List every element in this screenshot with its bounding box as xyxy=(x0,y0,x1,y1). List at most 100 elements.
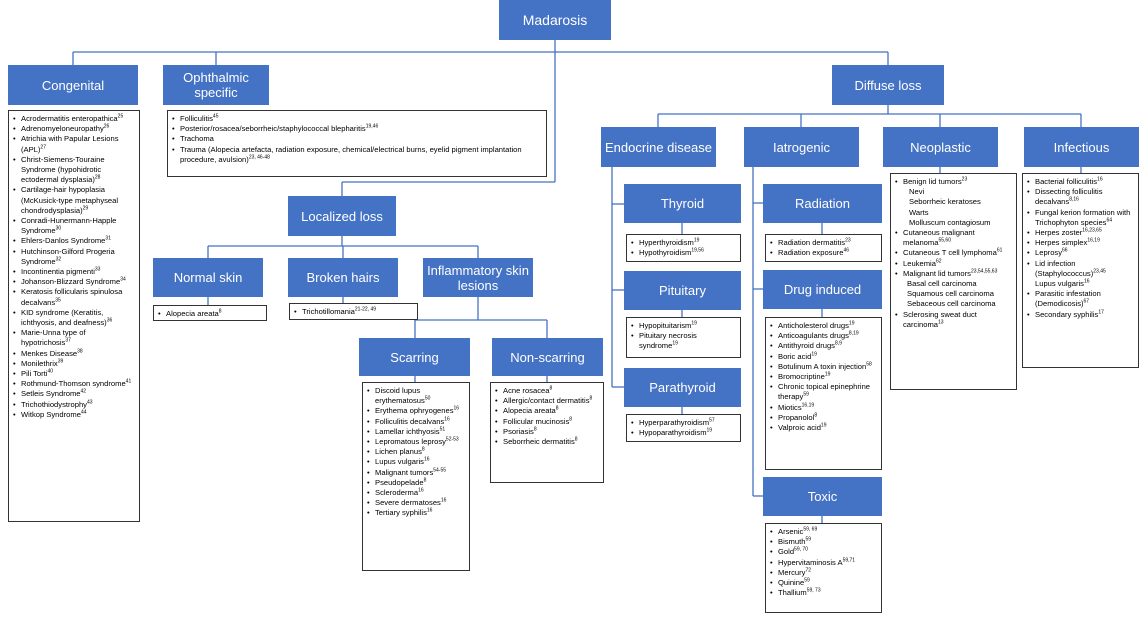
list-item: Pili Torti40 xyxy=(13,369,135,379)
item-text: Sebaceous cell carcinoma xyxy=(907,299,996,309)
reference-number: 27 xyxy=(40,144,46,151)
reference-number: 57 xyxy=(709,417,715,424)
list-item: Cartilage-hair hypoplasia (McKusick-type… xyxy=(13,185,135,216)
item-text: Cartilage-hair hypoplasia (McKusick-type… xyxy=(21,185,119,215)
list-item: Dissecting folliculitis decalvans8,16 xyxy=(1027,187,1134,207)
list-item: Propanolol8 xyxy=(770,413,877,423)
list-item: Ehlers-Danlos Syndrome31 xyxy=(13,236,135,246)
item-text: Radiation dermatitis xyxy=(778,238,846,247)
item-text: Arsenic xyxy=(778,527,804,536)
reference-number: 35 xyxy=(55,297,61,304)
list-item: Trauma (Alopecia artefacta, radiation ex… xyxy=(172,145,542,165)
list-item: Quinine59 xyxy=(770,578,877,588)
item-text: Witkop Syndrome xyxy=(21,409,81,419)
reference-number: 16 xyxy=(453,405,460,412)
item-text: Lichen planus xyxy=(375,447,422,457)
list-item: Psoriasis8 xyxy=(495,427,599,437)
item-text: Lepromatous leprosy xyxy=(375,437,446,447)
reference-number: 19 xyxy=(691,320,697,327)
list-item: Seborrheic keratoses xyxy=(895,197,1012,207)
non-scarring-node: Non-scarring xyxy=(492,338,603,376)
reference-number: 31 xyxy=(105,235,111,242)
list-item: Radiation dermatitis23 xyxy=(770,238,877,248)
reference-number: 34 xyxy=(120,276,126,283)
list-item: Atrichia with Papular Lesions (APL)27 xyxy=(13,134,135,154)
item-text: Psoriasis xyxy=(503,426,534,436)
list-item: Follicular mucinosis8 xyxy=(495,417,599,427)
item-text: Herpes zoster xyxy=(1035,228,1083,238)
item-text: Sclerosing sweat duct carcinoma xyxy=(903,309,977,329)
list-item: Hyperthyroidism19 xyxy=(631,238,736,248)
list-item: Lupus vulgaris16 xyxy=(1027,279,1134,289)
infectious-node: Infectious xyxy=(1024,127,1139,167)
reference-number: 16,19 xyxy=(801,402,815,409)
list-item: Lamellar ichthyosis51 xyxy=(367,427,465,437)
reference-number: 54-55 xyxy=(433,467,447,474)
item-text: Christ-Siemens-Touraine Syndrome (hypohi… xyxy=(21,154,105,185)
reference-number: 16 xyxy=(423,456,430,463)
item-text: Trichothiodystrophy xyxy=(21,399,87,409)
list-item: Incontinentia pigmenti33 xyxy=(13,267,135,277)
list-item: Herpes zoster16,23,65 xyxy=(1027,228,1134,238)
list-item: Setleis Syndrome42 xyxy=(13,389,135,399)
item-text: Radiation exposure xyxy=(778,248,844,258)
list-item: Witkop Syndrome44 xyxy=(13,410,135,420)
list-item: Parasitic infestation (Demodicosis)67 xyxy=(1027,289,1134,309)
list-item: Conradi-Hunermann-Happle Syndrome30 xyxy=(13,216,135,236)
item-text: Pili Torti xyxy=(21,369,48,379)
list-item: Bromocriptine19 xyxy=(770,372,877,382)
scarring-list: Discoid lupus erythematosus50Erythema op… xyxy=(362,382,470,571)
list-item: Sclerosing sweat duct carcinoma13 xyxy=(895,310,1012,330)
reference-number: 55,60 xyxy=(938,237,951,244)
reference-number: 38 xyxy=(77,348,83,355)
item-text: Monilethrix xyxy=(21,358,58,368)
list-item: Fungal kerion formation with Trichophyto… xyxy=(1027,208,1134,228)
list-item: Discoid lupus erythematosus50 xyxy=(367,386,465,406)
list-item: Hyperparathyroidism57 xyxy=(631,418,736,428)
list-item: Trachoma xyxy=(172,134,542,144)
item-text: Gold xyxy=(778,547,795,557)
reference-number: 19 xyxy=(820,422,827,429)
reference-number: 19 xyxy=(706,427,713,434)
item-text: Boric acid xyxy=(778,351,812,361)
list-item: Adrenomyeloneuropathy26 xyxy=(13,124,135,134)
item-text: Hypopituitarism xyxy=(639,321,692,330)
item-text: Keratosis follicularis spinulosa decalva… xyxy=(21,287,123,307)
item-text: Conradi-Hunermann-Happle Syndrome xyxy=(21,216,117,236)
drug-induced-node: Drug induced xyxy=(763,270,882,309)
reference-number: 19 xyxy=(811,351,817,358)
list-item: Antithyroid drugs8,9 xyxy=(770,341,877,351)
item-text: Leukemia xyxy=(903,258,936,268)
reference-number: 66 xyxy=(1062,247,1068,254)
list-item: Cutaneous malignant melanoma55,60 xyxy=(895,228,1012,248)
reference-number: 8 xyxy=(533,426,537,433)
pituitary-node: Pituitary xyxy=(624,271,741,310)
list-item: Hypopituitarism19 xyxy=(631,321,736,331)
list-item: Mercury72 xyxy=(770,568,877,578)
list-item: Valproic acid19 xyxy=(770,423,877,433)
reference-number: 8 xyxy=(423,477,427,484)
item-text: Alopecia areata xyxy=(503,406,556,416)
list-item: Tertiary syphilis16 xyxy=(367,508,465,518)
list-item: Acrodermatitis enteropathica25 xyxy=(13,114,135,124)
thyroid-list: Hyperthyroidism19Hypothyroidism19,56 xyxy=(626,234,741,262)
list-item: Benign lid tumors23 xyxy=(895,177,1012,187)
list-item: Lid infection (Staphylococcus)23,45 xyxy=(1027,259,1134,279)
item-text: Marie-Unna type of hypotrichosis xyxy=(21,328,86,348)
item-text: Lupus vulgaris xyxy=(375,457,424,467)
neoplastic-node: Neoplastic xyxy=(883,127,998,167)
item-text: KID syndrome (Keratitis, ichthyosis, and… xyxy=(21,307,107,328)
item-text: Benign lid tumors xyxy=(903,177,962,186)
list-item: Chronic topical epinephrine therapy59 xyxy=(770,382,877,402)
item-text: Allergic/contact dermatitis xyxy=(503,396,590,406)
reference-number: 8 xyxy=(574,436,578,443)
reference-number: 8,16 xyxy=(1069,196,1079,203)
reference-number: 19,56 xyxy=(691,247,704,254)
item-text: Malignant tumors xyxy=(375,467,434,477)
list-item: Rothmund-Thomson syndrome41 xyxy=(13,379,135,389)
reference-number: 23 xyxy=(961,176,968,183)
reference-number: 29 xyxy=(82,205,89,212)
item-text: Menkes Disease xyxy=(21,348,78,358)
list-item: Squamous cell carcinoma xyxy=(895,289,1012,299)
